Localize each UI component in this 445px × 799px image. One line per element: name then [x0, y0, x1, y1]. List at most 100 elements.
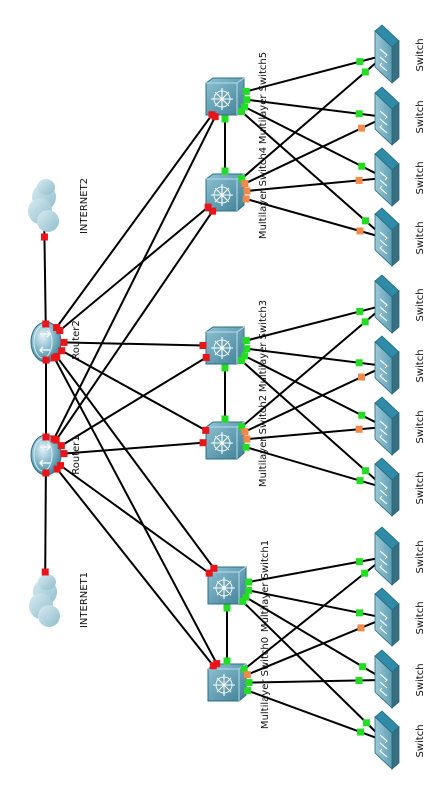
port-dot-internet1: [41, 568, 49, 576]
port-dot-router2: [42, 356, 50, 364]
link-router2-ms5[interactable]: [45, 96, 226, 343]
link-ms0-sw9[interactable]: [226, 556, 386, 684]
link-router1-ms2[interactable]: [45, 440, 226, 456]
ms0-label: Multilayer Switch0: [260, 637, 271, 729]
port-dot-ms1: [242, 593, 250, 601]
port-dot-ms4: [243, 187, 251, 195]
sw4-switch-icon[interactable]: [374, 207, 400, 267]
links-layer: [43, 54, 386, 742]
port-dot-ms0: [243, 671, 251, 679]
port-dot-sw5: [361, 318, 369, 326]
sw3-label: Switch: [415, 161, 426, 194]
port-dot-ms0: [245, 679, 253, 687]
port-dot-ms2: [241, 428, 249, 436]
port-dot-ms3: [242, 337, 250, 345]
link-router1-ms4[interactable]: [45, 192, 226, 456]
port-dot-ms0: [209, 662, 217, 670]
link-router2-ms0[interactable]: [45, 341, 228, 684]
internet2-cloud-icon[interactable]: [28, 179, 59, 232]
link-router1-ms0[interactable]: [45, 454, 228, 684]
port-dot-ms5: [221, 115, 229, 123]
port-dot-sw10: [357, 624, 365, 632]
port-dot-router1: [42, 469, 50, 477]
port-dot-sw7: [358, 411, 366, 419]
port-dot-ms4: [238, 175, 246, 183]
port-dot-ms2: [202, 426, 210, 434]
port-dot-sw8: [362, 467, 370, 475]
port-dot-ms5: [211, 113, 219, 121]
port-dot-ms2: [243, 435, 251, 443]
ms4-multilayer-switch-icon[interactable]: [205, 173, 245, 212]
port-dot-ms4: [241, 180, 249, 188]
router1-label: Router1: [71, 435, 82, 475]
port-dot-router1: [52, 436, 60, 444]
port-dot-sw10: [356, 609, 364, 617]
link-ms1-sw12[interactable]: [226, 585, 386, 742]
devices-layer: [28, 24, 400, 770]
port-dot-internet2: [40, 233, 48, 241]
port-dot-ms3: [199, 342, 207, 350]
ms4-label: Multilayer Switch4: [258, 147, 269, 239]
link-router1-ms3[interactable]: [45, 345, 226, 456]
ms1-label: Multilayer Switch1: [260, 540, 271, 632]
sw8-switch-icon[interactable]: [374, 457, 400, 517]
sw11-switch-icon[interactable]: [374, 649, 400, 709]
sw8-label: Switch: [415, 471, 426, 504]
sw12-switch-icon[interactable]: [374, 710, 400, 770]
port-dot-ms0: [223, 657, 231, 665]
internet1-cloud-icon[interactable]: [29, 574, 60, 627]
link-router1-ms5[interactable]: [45, 96, 226, 456]
sw7-switch-icon[interactable]: [374, 396, 400, 456]
port-dot-router2: [56, 326, 64, 334]
port-dot-sw11: [359, 663, 367, 671]
port-dot-sw9: [355, 558, 363, 566]
port-dot-router1: [57, 462, 65, 470]
link-router2-ms1[interactable]: [45, 341, 228, 587]
internet1-label: INTERNET1: [79, 572, 90, 628]
sw11-label: Switch: [415, 663, 426, 696]
sw2-switch-icon[interactable]: [374, 86, 400, 146]
port-dot-sw6: [355, 359, 363, 367]
port-dot-sw2: [358, 124, 366, 132]
ms0-multilayer-switch-icon[interactable]: [207, 663, 247, 702]
port-dot-ms1: [223, 604, 231, 612]
sw9-switch-icon[interactable]: [374, 526, 400, 586]
port-dot-router2: [58, 347, 66, 355]
link-router2-ms4[interactable]: [45, 192, 226, 343]
link-ms1-sw11[interactable]: [226, 585, 386, 681]
port-dot-router1: [57, 442, 65, 450]
sw2-label: Switch: [415, 100, 426, 133]
sw10-switch-icon[interactable]: [374, 587, 400, 647]
port-dot-ms0: [240, 665, 248, 673]
link-ms2-sw5[interactable]: [224, 304, 386, 442]
link-ms3-sw8[interactable]: [224, 345, 386, 489]
port-dot-ms1: [239, 597, 247, 605]
port-dot-sw5: [356, 307, 364, 315]
port-dot-sw1: [356, 58, 364, 66]
port-dot-router2: [60, 338, 68, 346]
ports-layer: [40, 58, 370, 736]
port-dot-sw4: [361, 217, 369, 225]
link-router2-ms2[interactable]: [45, 341, 226, 442]
port-dot-ms1: [210, 564, 218, 572]
sw1-switch-icon[interactable]: [374, 24, 400, 84]
sw6-switch-icon[interactable]: [374, 335, 400, 395]
port-dot-ms1: [205, 569, 213, 577]
sw7-label: Switch: [415, 410, 426, 443]
link-ms5-sw4[interactable]: [224, 96, 386, 239]
sw3-switch-icon[interactable]: [374, 147, 400, 207]
link-router1-ms1[interactable]: [45, 454, 228, 587]
port-dot-sw3: [358, 162, 366, 170]
sw9-label: Switch: [415, 540, 426, 573]
labels-layer: INTERNET2INTERNET1Router2Router1Multilay…: [71, 38, 426, 757]
link-router2-ms3[interactable]: [45, 341, 226, 347]
sw12-label: Switch: [415, 724, 426, 757]
link-ms4-sw1[interactable]: [224, 54, 386, 194]
port-dot-sw12: [362, 719, 370, 727]
port-dot-sw2: [355, 110, 363, 118]
ms2-multilayer-switch-icon[interactable]: [205, 421, 245, 460]
port-dot-ms2: [242, 443, 250, 451]
port-dot-ms4: [242, 195, 250, 203]
sw5-switch-icon[interactable]: [374, 274, 400, 334]
